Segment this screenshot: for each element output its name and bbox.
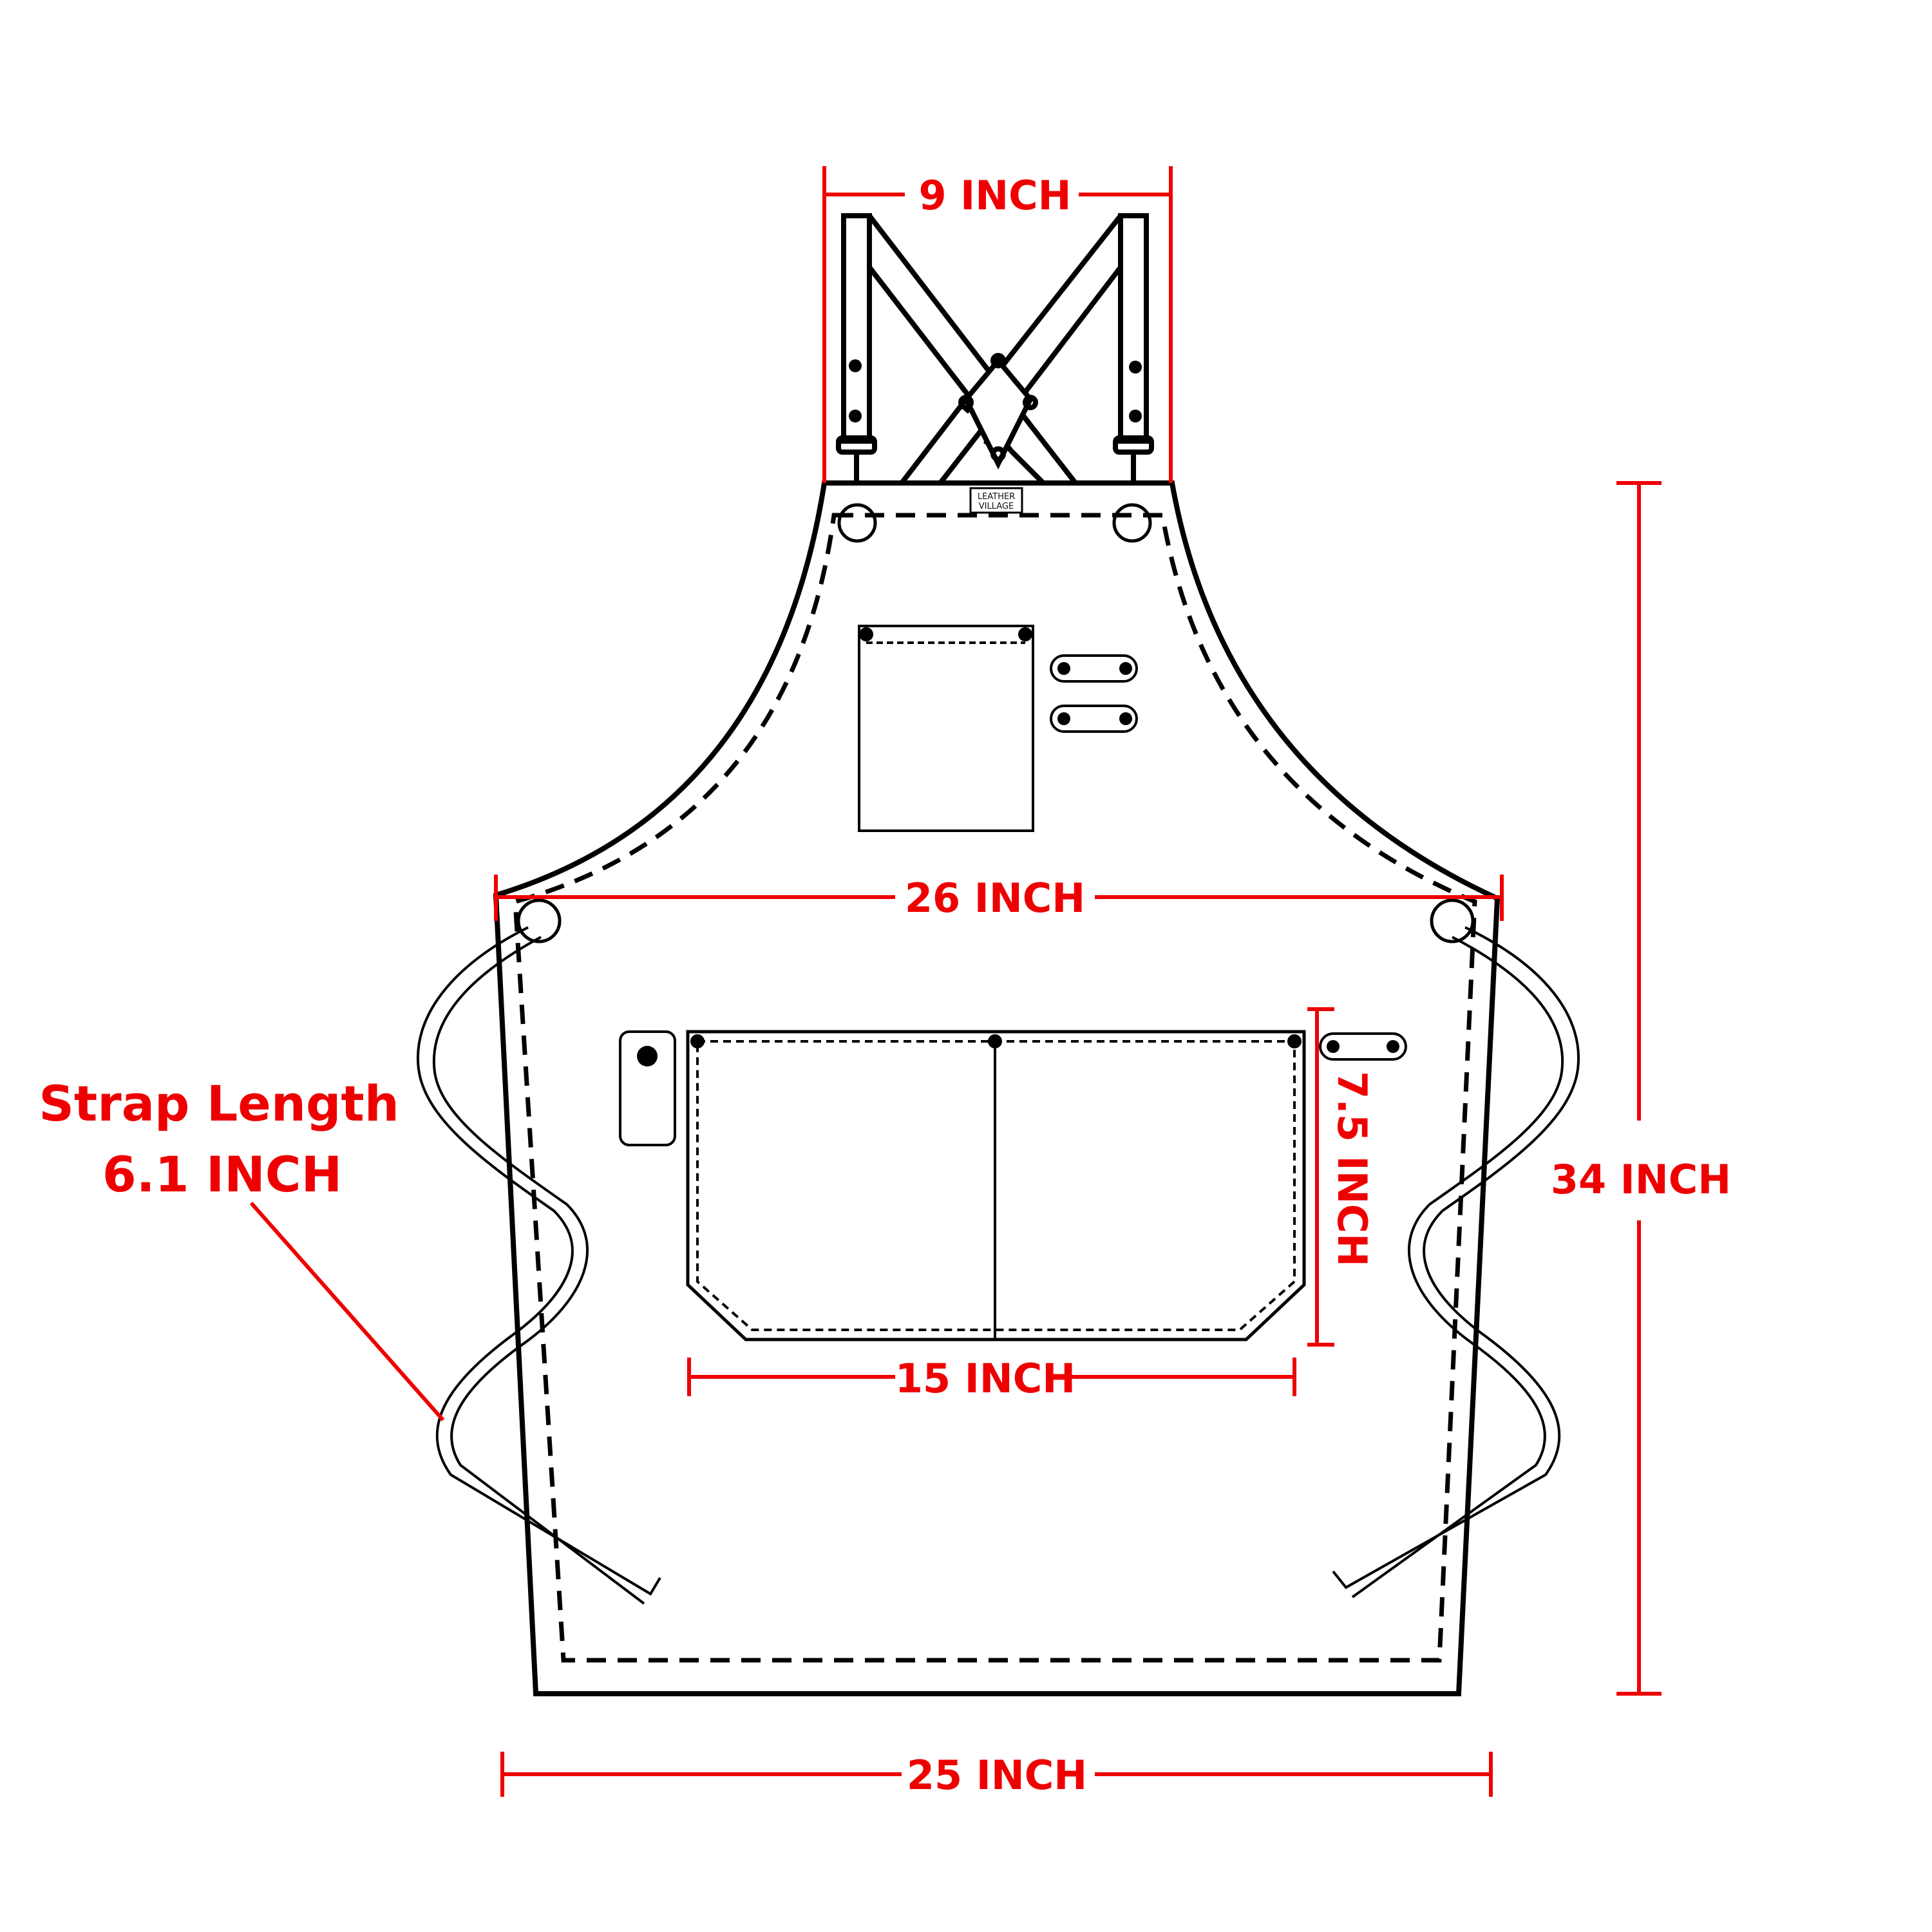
total-length-label: 34 INCH [1551, 1156, 1731, 1203]
brand-line-1: LEATHER [978, 492, 1015, 502]
pocket-width-label: 15 INCH [895, 1355, 1075, 1402]
chest-pocket [858, 625, 1138, 832]
neck-straps [836, 213, 1154, 515]
main-pocket [619, 1030, 1407, 1341]
apron-body [493, 480, 1501, 1696]
waist-ties [416, 926, 1580, 1605]
loop-rivets [1057, 662, 1399, 1053]
strap-rivets [849, 359, 1142, 422]
brand-line-2: VILLAGE [979, 502, 1014, 511]
chest-width-label: 26 INCH [905, 875, 1085, 922]
pen-slot-rivet [637, 1046, 658, 1066]
dimension-lines [249, 166, 1662, 1797]
top-width-label: 9 INCH [918, 172, 1071, 219]
strap-length-value: 6.1 INCH [102, 1146, 342, 1203]
strap-length-title: Strap Length [39, 1075, 399, 1132]
bottom-width-label: 25 INCH [907, 1752, 1087, 1799]
brand-tag: LEATHER VILLAGE [969, 487, 1023, 514]
pocket-height-label: 7.5 INCH [1329, 1071, 1376, 1267]
